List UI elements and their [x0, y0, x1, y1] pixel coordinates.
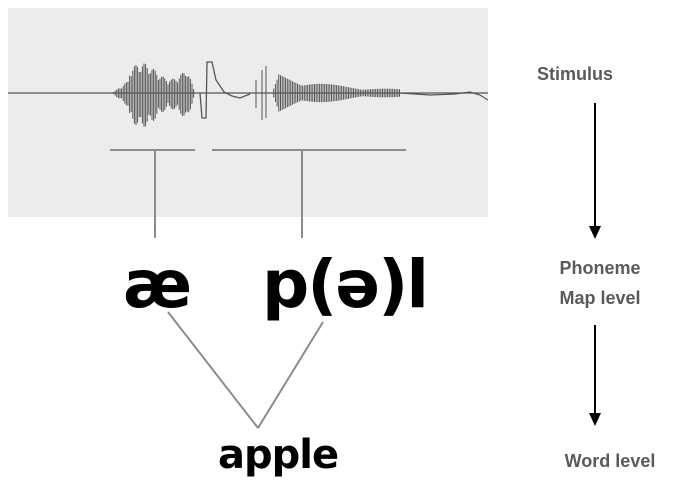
- level-label-word: Word level: [564, 451, 656, 471]
- word-apple: apple: [218, 432, 339, 478]
- connector-ae-to-word: [167, 311, 259, 429]
- level-label-stimulus: Stimulus: [536, 64, 613, 84]
- arrow-head-2: [589, 413, 601, 426]
- phoneme-ae: æ: [123, 246, 192, 323]
- connector-pel-to-word: [257, 321, 324, 429]
- arrow-head-1: [589, 226, 601, 239]
- level-label-phoneme-line1: Phoneme: [559, 258, 641, 278]
- speech-waveform: [8, 61, 489, 127]
- level-label-phoneme-line2: Map level: [559, 288, 641, 308]
- phoneme-pel: p(ə)l: [262, 246, 429, 323]
- waveform-trace: [399, 91, 489, 101]
- waveform-trace: [199, 61, 251, 119]
- stimulus-panel: [8, 8, 488, 217]
- level-label-phoneme-map: Phoneme Map level: [520, 253, 679, 313]
